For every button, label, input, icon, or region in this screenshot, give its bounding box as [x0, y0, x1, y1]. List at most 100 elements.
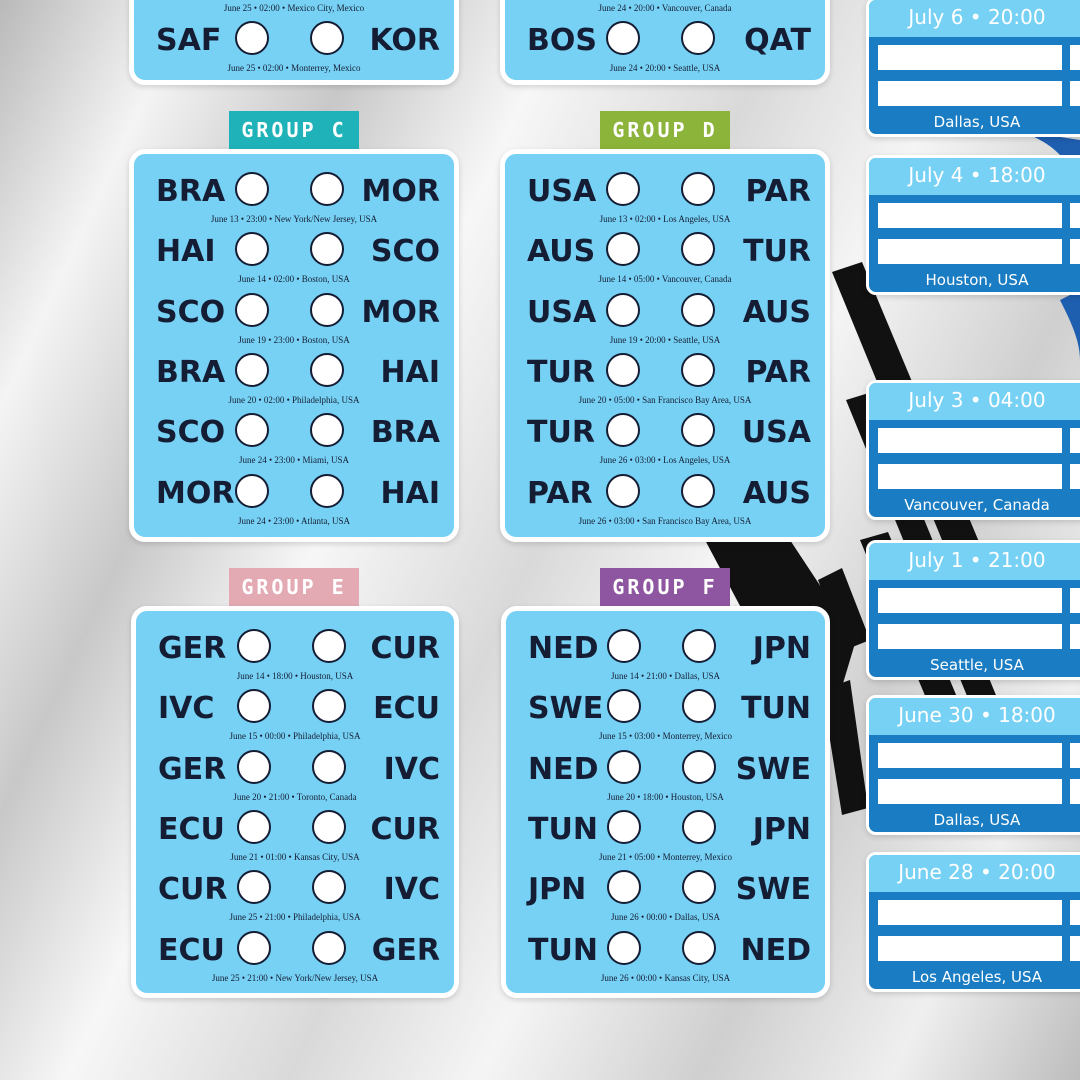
knockout-score-1-input[interactable] — [1069, 44, 1080, 71]
knockout-team-1-input[interactable] — [877, 202, 1063, 229]
knockout-team-2-input[interactable] — [877, 80, 1063, 107]
score-away-input[interactable] — [312, 629, 346, 663]
knockout-team-2-input[interactable] — [877, 238, 1063, 265]
score-home-input[interactable] — [607, 629, 641, 663]
score-home-input[interactable] — [235, 352, 269, 387]
score-home-input[interactable] — [606, 473, 640, 508]
score-home-input[interactable] — [237, 689, 271, 724]
score-home-input[interactable] — [606, 352, 640, 387]
score-away-input[interactable] — [682, 689, 716, 724]
match-info: June 21 • 05:00 • Monterrey, Mexico — [599, 851, 732, 862]
score-away-input[interactable] — [312, 689, 346, 724]
score-away-input[interactable] — [310, 352, 344, 387]
score-away-input[interactable] — [310, 413, 344, 448]
score-away-input[interactable] — [312, 930, 346, 965]
knockout-team-2-input[interactable] — [877, 778, 1063, 805]
knockout-score-1-input[interactable] — [1069, 899, 1080, 926]
knockout-team-2-input[interactable] — [877, 935, 1063, 962]
score-home-input[interactable] — [237, 629, 271, 663]
knockout-score-2-input[interactable] — [1069, 238, 1080, 265]
match-info: June 20 • 18:00 • Houston, USA — [607, 791, 724, 802]
score-away-input[interactable] — [682, 749, 716, 784]
team-home: SCO — [156, 415, 226, 451]
score-away-input[interactable] — [681, 292, 715, 327]
score-home-input[interactable] — [607, 870, 641, 905]
knockout-team-1-input[interactable] — [877, 44, 1063, 71]
team-home: MOR — [156, 475, 235, 511]
team-away: HAI — [380, 354, 441, 390]
score-home-input[interactable] — [235, 232, 269, 267]
knockout-score-2-input[interactable] — [1069, 778, 1080, 805]
score-home-input[interactable] — [607, 689, 641, 724]
score-home-input[interactable] — [607, 930, 641, 965]
match-info: June 20 • 05:00 • San Francisco Bay Area… — [578, 394, 752, 405]
score-away-input[interactable] — [682, 629, 716, 663]
team-home: USA — [527, 294, 597, 330]
score-away-input[interactable] — [310, 292, 344, 327]
score-away-input[interactable] — [310, 172, 344, 206]
knockout-score-1-input[interactable] — [1069, 742, 1080, 769]
knockout-score-2-input[interactable] — [1069, 463, 1080, 490]
score-home-input[interactable] — [606, 21, 640, 55]
score-home-input[interactable] — [607, 749, 641, 784]
knockout-score-2-input[interactable] — [1069, 935, 1080, 962]
score-away-input[interactable] — [310, 473, 344, 508]
score-home-input[interactable] — [235, 473, 269, 508]
team-away: CUR — [370, 811, 440, 847]
knockout-score-2-input[interactable] — [1069, 623, 1080, 650]
score-away-input[interactable] — [681, 352, 715, 387]
score-away-input[interactable] — [681, 172, 715, 206]
knockout-score-1-input[interactable] — [1069, 202, 1080, 229]
score-away-input[interactable] — [312, 749, 346, 784]
knockout-team-2-input[interactable] — [877, 623, 1063, 650]
score-home-input[interactable] — [237, 809, 271, 844]
knockout-team-1-input[interactable] — [877, 899, 1063, 926]
score-away-input[interactable] — [310, 21, 344, 55]
score-home-input[interactable] — [235, 413, 269, 448]
knockout-team-2-input[interactable] — [877, 463, 1063, 490]
score-away-input[interactable] — [682, 870, 716, 905]
team-home: USA — [527, 174, 597, 209]
team-away: PAR — [745, 174, 811, 209]
knockout-team-1-input[interactable] — [877, 742, 1063, 769]
score-away-input[interactable] — [681, 473, 715, 508]
knockout-score-1-input[interactable] — [1069, 427, 1080, 454]
score-away-input[interactable] — [682, 930, 716, 965]
knockout-score-1-input[interactable] — [1069, 587, 1080, 614]
team-away: TUR — [743, 234, 811, 270]
team-away: KOR — [369, 23, 440, 58]
score-home-input[interactable] — [235, 21, 269, 55]
team-home: TUR — [527, 354, 595, 390]
score-away-input[interactable] — [681, 21, 715, 55]
score-home-input[interactable] — [235, 172, 269, 206]
score-away-input[interactable] — [312, 870, 346, 905]
score-home-input[interactable] — [237, 930, 271, 965]
knockout-team-1-input[interactable] — [877, 587, 1063, 614]
knockout-score-2-input[interactable] — [1069, 80, 1080, 107]
score-away-input[interactable] — [312, 809, 346, 844]
score-home-input[interactable] — [606, 172, 640, 206]
score-home-input[interactable] — [606, 413, 640, 448]
score-home-input[interactable] — [235, 292, 269, 327]
knockout-venue: Vancouver, Canada — [904, 496, 1050, 514]
group-d-label: GROUP D — [600, 111, 730, 149]
score-home-input[interactable] — [237, 749, 271, 784]
knockout-date: June 30 • 18:00 — [898, 703, 1056, 727]
match-info: June 19 • 23:00 • Boston, USA — [238, 334, 350, 345]
score-away-input[interactable] — [681, 413, 715, 448]
knockout-team-1-input[interactable] — [877, 427, 1063, 454]
score-home-input[interactable] — [606, 232, 640, 267]
score-away-input[interactable] — [681, 232, 715, 267]
score-home-input[interactable] — [607, 809, 641, 844]
score-home-input[interactable] — [237, 870, 271, 905]
score-away-input[interactable] — [682, 809, 716, 844]
score-away-input[interactable] — [310, 232, 344, 267]
score-home-input[interactable] — [606, 292, 640, 327]
